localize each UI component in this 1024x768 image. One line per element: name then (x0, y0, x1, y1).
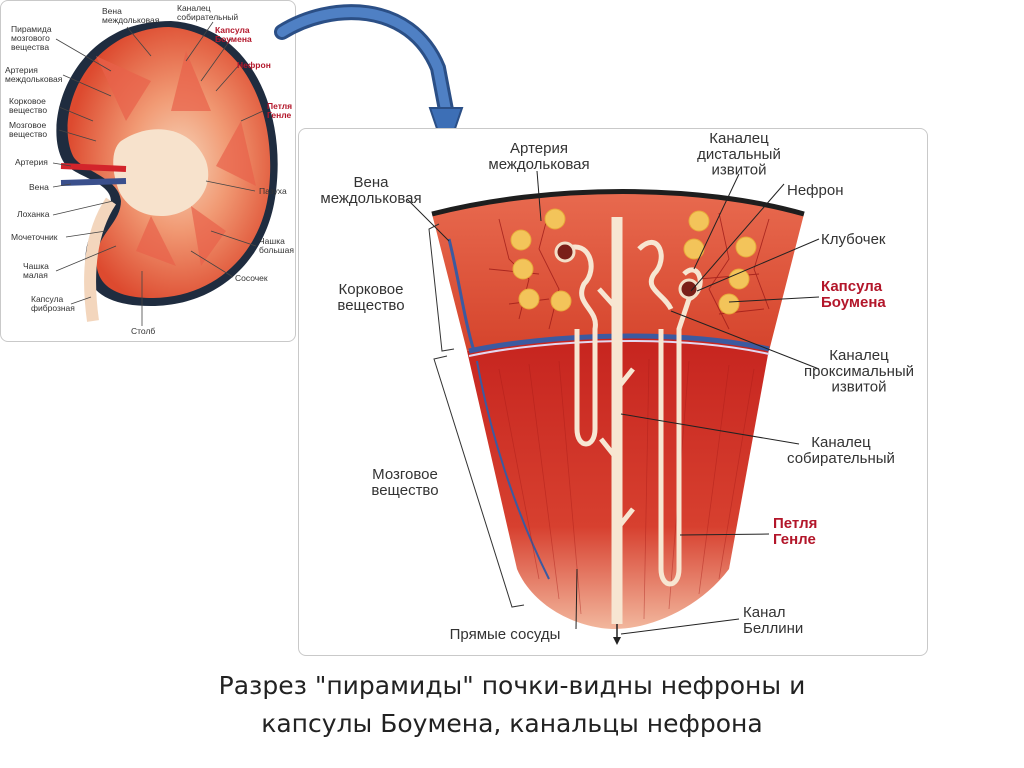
loop-of-henle-shape (658, 267, 703, 587)
label-ureter: Мочеточник (11, 232, 58, 242)
pyramid-shape (191, 206, 226, 266)
label-glomerulus: Клубочек (821, 231, 886, 248)
pyramid-shape (96, 56, 151, 121)
label-nephron: Нефрон (237, 60, 271, 70)
caption-line-1: Разрез "пирамиды" почки-видны нефроны и (218, 671, 806, 700)
label-nephron: Нефрон (787, 182, 843, 199)
glomerulus-shape (678, 278, 700, 300)
renal-sinus-shape (113, 129, 209, 216)
label-column: Столб (131, 326, 155, 336)
label-sinus: Пазуха (259, 186, 287, 196)
proximal-tubule-shape (565, 244, 598, 447)
pyramid-shape (171, 51, 211, 111)
renal-artery-shape (60, 163, 127, 172)
ureter-shape (84, 197, 117, 322)
renal-vein-shape (60, 178, 127, 186)
label-papilla: Сосочек (235, 273, 268, 283)
interlobular-vein-shape (447, 238, 476, 352)
label-vasa-recta: Прямые сосуды (450, 626, 561, 643)
label-vein: Вена (29, 182, 49, 192)
label-pelvis: Лоханка (17, 209, 50, 219)
label-artery: Артерия (15, 157, 48, 167)
capsule-edge-shape (431, 189, 805, 217)
distal-tubule-shape (637, 239, 674, 311)
pyramid-shape (136, 216, 176, 266)
glomerulus-shape (554, 241, 576, 263)
vasa-recta-vein-shape (476, 360, 550, 580)
caption-line-2: капсулы Боумена, канальцы нефрона (261, 709, 763, 738)
pyramid-shape (216, 121, 256, 186)
